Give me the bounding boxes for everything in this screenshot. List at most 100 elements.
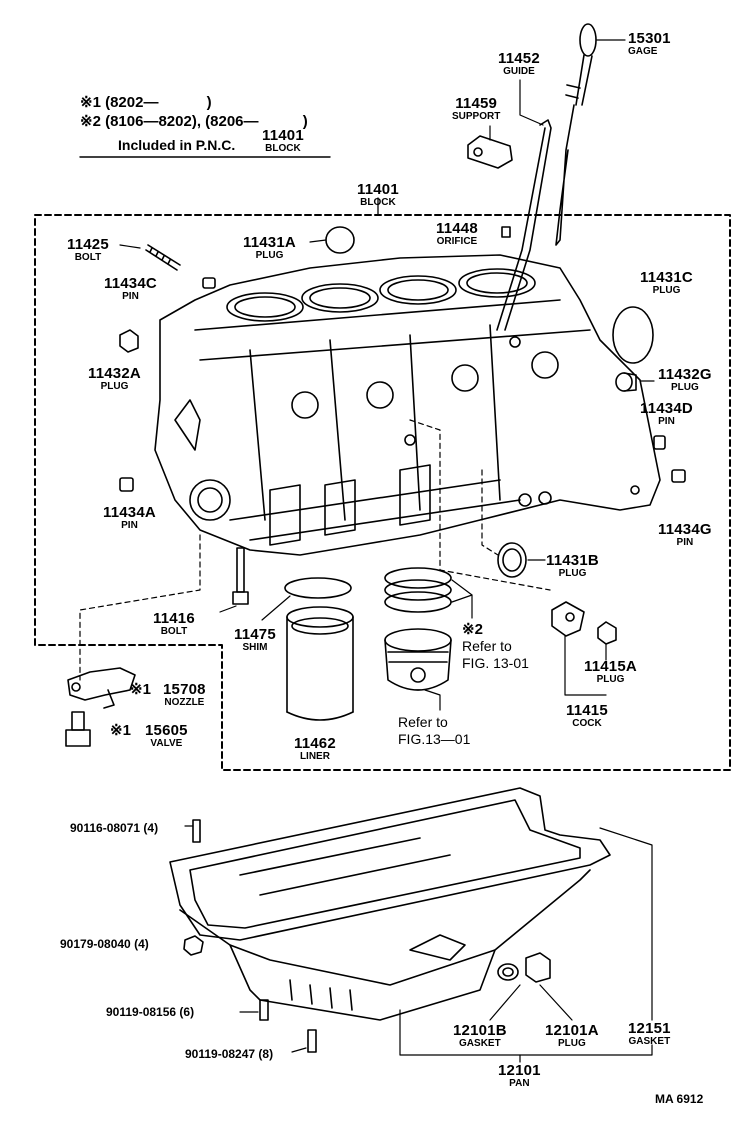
pin-11434c — [202, 277, 216, 289]
oil-pan-gasket-12151 — [169, 787, 611, 941]
part-number: 15301 — [628, 30, 671, 47]
part-name: GAGE — [628, 46, 658, 57]
part-name: PLUG — [596, 674, 625, 685]
rings-fig: FIG. 13-01 — [462, 655, 529, 671]
legend-mark-1: ※1 — [80, 94, 101, 111]
liner-11462 — [286, 606, 354, 721]
pin-11434d — [653, 435, 666, 450]
label-bolt-11416: 11416 BOLT — [153, 611, 195, 637]
part-number: 11434D — [640, 400, 693, 417]
label-valve: 15605 VALVE — [145, 723, 188, 749]
label-plug-11431a: 11431A PLUG — [243, 235, 296, 261]
part-name: VALVE — [150, 738, 183, 749]
plug-11431b — [497, 542, 527, 578]
legend-included-text: Included in P.N.C. — [118, 137, 236, 153]
part-name: GASKET — [628, 1036, 671, 1047]
part-name: PLUG — [557, 1038, 586, 1049]
label-gasket-12151: 12151 GASKET — [628, 1021, 671, 1047]
part-number: 11459 — [455, 95, 498, 112]
piston-ref: Refer to — [398, 714, 448, 730]
part-name: PIN — [122, 291, 139, 302]
label-guide: 11452 GUIDE — [498, 51, 540, 77]
part-name: PIN — [676, 537, 694, 548]
stud-90116 — [184, 819, 201, 843]
part-name: PIN — [658, 416, 675, 427]
part-name: PLUG — [558, 568, 587, 579]
part-name: GUIDE — [503, 66, 535, 77]
oil-pan-12101 — [179, 869, 591, 1021]
part-name: SUPPORT — [452, 111, 501, 122]
cylinder-block — [154, 254, 661, 556]
legend-row-2: ※2 (8106—8202), (8206— ) — [80, 112, 308, 130]
part-number: 12101A — [545, 1022, 599, 1039]
legend-tail-1: ) — [206, 94, 212, 111]
plug-11432a — [119, 329, 139, 353]
part-name: ORIFICE — [436, 236, 478, 247]
part-name: BOLT — [74, 252, 102, 263]
legend-mark-2: ※2 — [80, 113, 101, 130]
legend-included-part: 11401 BLOCK — [262, 128, 304, 154]
part-name: COCK — [572, 718, 602, 729]
label-plug-12101a: 12101A PLUG — [545, 1023, 599, 1049]
label-plug-11431b: 11431B PLUG — [546, 553, 599, 579]
part-name: GASKET — [459, 1038, 501, 1049]
part-name: SHIM — [242, 642, 268, 653]
label-support: 11459 SUPPORT — [452, 96, 500, 122]
label-pan: 12101 PAN — [498, 1063, 541, 1089]
part-name: LINER — [299, 751, 330, 762]
part-name: PLUG — [670, 382, 699, 393]
part-number: 11431C — [640, 269, 693, 286]
part-name: BOLT — [160, 626, 188, 637]
label-shim: 11475 SHIM — [234, 627, 276, 653]
legend-tail-2: ) — [302, 113, 308, 130]
label-nozzle: 15708 NOZZLE — [163, 682, 206, 708]
legend-included: Included in P.N.C. — [118, 137, 235, 153]
part-number: 11434G — [658, 521, 712, 538]
part-number: 15605 — [145, 722, 188, 739]
piston-rings — [384, 567, 473, 619]
legend-included-pn: 11401 — [262, 127, 304, 144]
label-plug-11431c: 11431C PLUG — [640, 270, 693, 296]
pin-11434a — [119, 477, 134, 492]
shim-11475 — [261, 577, 352, 621]
rings-mark: ※2 — [462, 621, 483, 638]
part-number: 11452 — [498, 50, 540, 67]
part-name: PLUG — [100, 381, 129, 392]
part-number: 12101 — [498, 1062, 541, 1079]
label-liner: 11462 LINER — [294, 736, 336, 762]
label-gasket-12101b: 12101B GASKET — [453, 1023, 507, 1049]
plug-11432g — [615, 372, 637, 392]
nozzle-mark: ※1 — [130, 681, 151, 698]
part-name: PLUG — [652, 285, 681, 296]
part-number: 11401 — [357, 181, 399, 198]
block-group-boundary — [34, 214, 731, 771]
label-bolt-11425: 11425 BOLT — [67, 237, 109, 263]
part-number: 11475 — [234, 626, 276, 643]
label-plug-11432a: 11432A PLUG — [88, 366, 141, 392]
label-plug-11432g: 11432G PLUG — [658, 367, 712, 393]
part-name: PLUG — [255, 250, 284, 261]
part-name: PAN — [509, 1078, 530, 1089]
part-number: 11448 — [436, 220, 478, 237]
drawing-code: MA 6912 — [655, 1092, 704, 1106]
label-pin-11434d: 11434D PIN — [640, 401, 693, 427]
plug-11415a — [597, 621, 617, 645]
drain-plug-12101a — [525, 952, 551, 983]
bolt-90119-08247 — [291, 1029, 317, 1053]
label-pin-11434g: 11434G PIN — [658, 522, 712, 548]
legend-included-name: BLOCK — [265, 143, 301, 154]
rings-ref: Refer to — [462, 638, 512, 654]
part-number: 11434A — [103, 504, 156, 521]
part-number: 11434C — [104, 275, 157, 292]
drain-gasket-12101b — [497, 963, 519, 981]
bolt-11425 — [145, 244, 181, 271]
part-name: PIN — [121, 520, 138, 531]
part-name: BLOCK — [360, 197, 396, 208]
part-number: 12101B — [453, 1022, 507, 1039]
part-number: 11425 — [67, 236, 109, 253]
piston — [384, 628, 452, 711]
label-pin-11434a: 11434A PIN — [103, 505, 156, 531]
label-pin-11434c: 11434C PIN — [104, 276, 157, 302]
